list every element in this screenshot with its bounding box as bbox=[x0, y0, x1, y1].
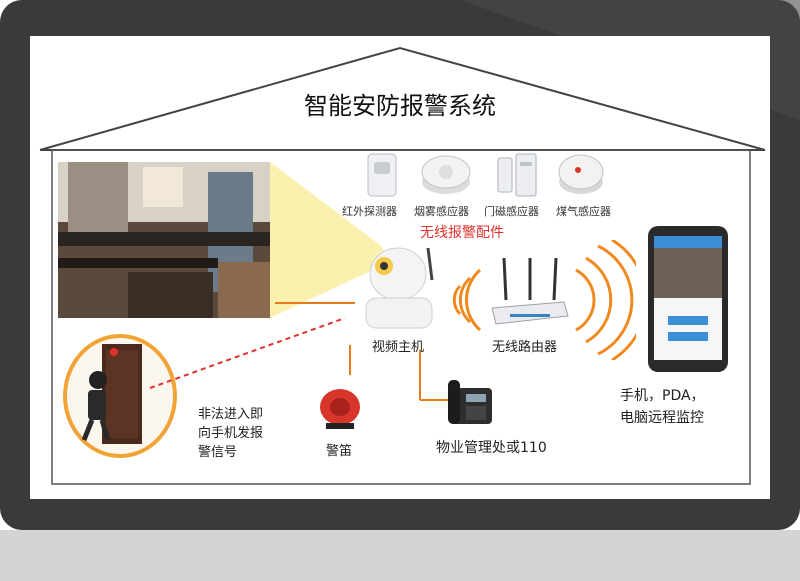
intruder-line-3: 警信号 bbox=[198, 445, 238, 460]
door-sensor-icon bbox=[497, 153, 537, 197]
intruder-text: 非法进入即 向手机发报 警信号 bbox=[198, 405, 263, 462]
telephone-icon bbox=[448, 380, 492, 424]
router-label: 无线路由器 bbox=[492, 340, 558, 355]
sensor-label-door: 门磁感应器 bbox=[484, 205, 539, 218]
siren-label: 警笛 bbox=[326, 444, 353, 459]
sensor-label-infrared: 红外探测器 bbox=[342, 205, 397, 218]
sensor-label-gas: 煤气感应器 bbox=[556, 205, 611, 218]
host-label: 视频主机 bbox=[372, 340, 425, 355]
page-title: 智能安防报警系统 bbox=[304, 92, 496, 120]
smartphone-icon bbox=[648, 226, 728, 372]
camera-view-image bbox=[58, 162, 270, 318]
gas-detector-icon bbox=[558, 154, 604, 194]
siren-icon bbox=[320, 389, 360, 429]
router-icon bbox=[491, 258, 569, 325]
infrared-detector-icon bbox=[367, 153, 397, 197]
intruder-line-1: 非法进入即 bbox=[198, 407, 264, 422]
sensor-group-label: 无线报警配件 bbox=[420, 225, 504, 241]
intruder-image bbox=[63, 334, 177, 458]
intruder-line-2: 向手机发报 bbox=[198, 426, 264, 441]
property-label: 物业管理处或110 bbox=[436, 440, 547, 456]
wireless-waves-right bbox=[575, 240, 636, 360]
smoke-detector-icon bbox=[421, 155, 471, 194]
remote-monitor-line-1: 手机，PDA， bbox=[620, 388, 705, 404]
remote-monitor-line-2: 电脑远程监控 bbox=[620, 410, 704, 426]
camera-host-icon bbox=[365, 247, 434, 329]
remote-monitor-text: 手机，PDA， 电脑远程监控 bbox=[620, 385, 705, 429]
sensor-label-smoke: 烟雾感应器 bbox=[414, 205, 469, 218]
wireless-waves-left bbox=[452, 268, 482, 332]
